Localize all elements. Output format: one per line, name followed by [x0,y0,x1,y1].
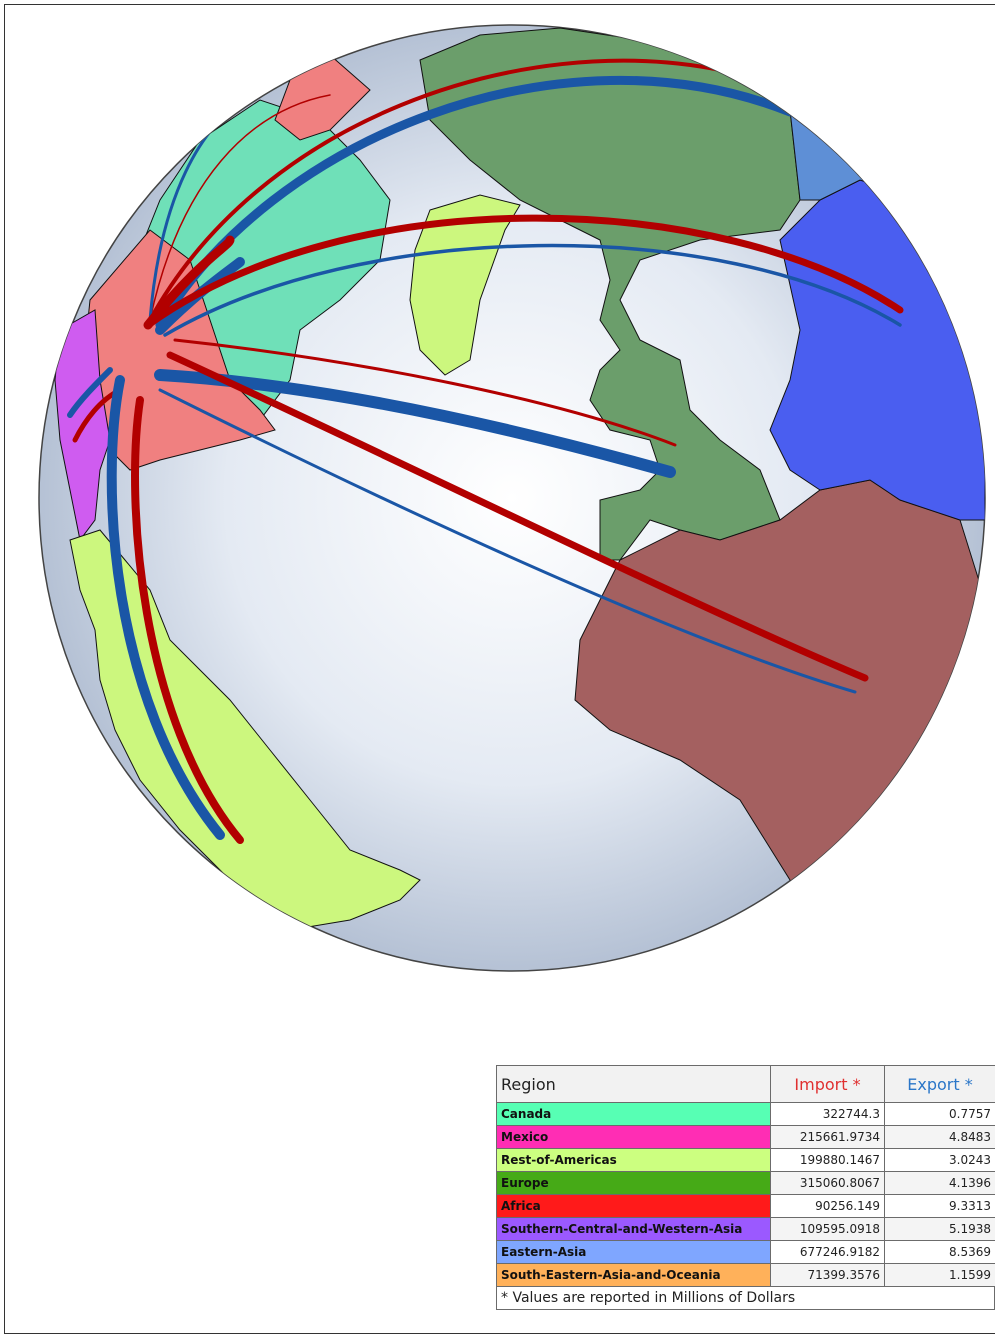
legend-region-name: Mexico [497,1126,771,1149]
header-region: Region [497,1066,771,1103]
legend-region-name: Europe [497,1172,771,1195]
legend-import-value: 322744.3 [771,1103,885,1126]
legend-export-value: 1.1599 [885,1264,995,1287]
legend-footnote: * Values are reported in Millions of Dol… [496,1287,995,1310]
legend-import-value: 109595.0918 [771,1218,885,1241]
legend-region-name: Southern-Central-and-Western-Asia [497,1218,771,1241]
legend-import-value: 71399.3576 [771,1264,885,1287]
header-export: Export * [885,1066,995,1103]
legend-region-name: South-Eastern-Asia-and-Oceania [497,1264,771,1287]
legend-export-value: 5.1938 [885,1218,995,1241]
legend-export-value: 3.0243 [885,1149,995,1172]
legend-import-value: 215661.9734 [771,1126,885,1149]
legend-export-value: 8.5369 [885,1241,995,1264]
legend-export-value: 4.8483 [885,1126,995,1149]
legend-import-value: 677246.9182 [771,1241,885,1264]
legend-region-name: Africa [497,1195,771,1218]
legend-export-value: 4.1396 [885,1172,995,1195]
legend-region-name: Canada [497,1103,771,1126]
legend-export-value: 0.7757 [885,1103,995,1126]
legend-import-value: 315060.8067 [771,1172,885,1195]
legend-import-value: 199880.1467 [771,1149,885,1172]
legend-export-value: 9.3313 [885,1195,995,1218]
legend-region-name: Rest-of-Americas [497,1149,771,1172]
header-import: Import * [771,1066,885,1103]
legend-region-name: Eastern-Asia [497,1241,771,1264]
legend-import-value: 90256.149 [771,1195,885,1218]
legend-header-row: Region Import * Export * [497,1066,995,1103]
